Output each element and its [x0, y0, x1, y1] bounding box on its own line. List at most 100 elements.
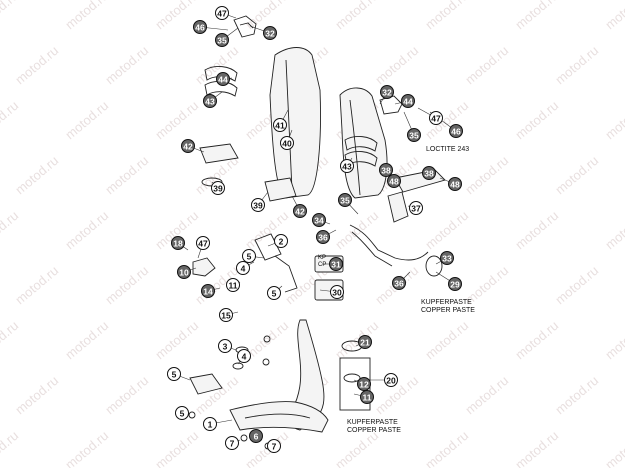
callout-circle	[293, 204, 307, 218]
upper-silencer-part	[285, 59, 293, 191]
callout-circle	[422, 166, 436, 180]
callout-number: 41	[275, 121, 285, 131]
callout-number: 44	[403, 97, 413, 107]
callout-circle	[203, 94, 217, 108]
part-callout-34: 34	[312, 213, 326, 227]
callout-circle	[449, 124, 463, 138]
watermark-text: motod.ru	[462, 43, 511, 87]
part-callout-5: 5	[167, 367, 181, 381]
part-callout-36: 36	[392, 276, 406, 290]
kp-text: KP	[318, 255, 327, 261]
callout-circle	[196, 236, 210, 250]
watermark-text: motod.ru	[512, 98, 561, 142]
part-callout-11: 11	[226, 278, 240, 292]
callout-number: 42	[183, 142, 193, 152]
callout-number: 29	[450, 280, 460, 290]
callout-number: 47	[217, 9, 227, 19]
callout-circle	[249, 429, 263, 443]
watermark-text: motod.ru	[462, 373, 511, 417]
watermark-text: motod.ru	[12, 43, 61, 87]
gasket-part	[343, 373, 361, 383]
callout-number: 42	[295, 207, 305, 217]
callout-circle	[237, 349, 251, 363]
callout-circle	[338, 193, 352, 207]
clamp-part	[264, 177, 297, 202]
center-pipe-part	[351, 231, 393, 267]
part-callout-11: 11	[360, 390, 374, 404]
callout-circle	[216, 72, 230, 86]
callout-circle	[380, 85, 394, 99]
callout-circle	[263, 26, 277, 40]
clamp-33-part	[425, 255, 443, 277]
callout-number: 5	[272, 289, 277, 299]
part-callout-6: 6	[249, 429, 263, 443]
watermark-text: motod.ru	[422, 318, 471, 362]
watermark-text: motod.ru	[422, 208, 471, 252]
watermark-text: motod.ru	[552, 373, 601, 417]
clamp-10-part	[192, 257, 216, 277]
callout-circle	[215, 33, 229, 47]
part-callout-39: 39	[251, 198, 265, 212]
watermark-text: motod.ru	[332, 318, 381, 362]
watermark-text: motod.ru	[12, 263, 61, 307]
part-callout-35: 35	[338, 193, 352, 207]
callout-number: 47	[431, 114, 441, 124]
callout-circle	[181, 139, 195, 153]
watermark-text: motod.ru	[102, 263, 151, 307]
callout-number: 35	[340, 196, 350, 206]
watermark-text: motod.ru	[0, 98, 21, 142]
watermark-text: motod.ru	[152, 428, 201, 468]
callout-number: 31	[331, 260, 341, 270]
copper-paste-en: COPPER PASTE	[421, 307, 475, 314]
part-callout-32: 32	[263, 26, 277, 40]
part-callout-48: 48	[448, 177, 462, 191]
part-callout-43: 43	[340, 159, 354, 173]
callout-number: 6	[254, 432, 259, 442]
watermark-text: motod.ru	[332, 0, 381, 32]
header-pipe-part	[244, 413, 311, 419]
callout-circle	[330, 285, 344, 299]
callout-number: 21	[360, 338, 370, 348]
callout-circle	[280, 136, 294, 150]
callout-circle	[312, 213, 326, 227]
callout-number: 11	[229, 281, 238, 291]
callout-number: 5	[180, 409, 185, 419]
part-callout-4: 4	[236, 261, 250, 275]
watermark-text: motod.ru	[0, 0, 21, 32]
callout-circle	[203, 417, 217, 431]
part-callout-46: 46	[193, 20, 207, 34]
callout-circle	[407, 128, 421, 142]
callout-number: 35	[217, 36, 227, 46]
callout-circle	[448, 277, 462, 291]
part-callout-3: 3	[218, 339, 232, 353]
watermark-text: motod.ru	[62, 98, 111, 142]
copper-paste-note-top: KUPFERPASTE COPPER PASTE	[421, 299, 475, 315]
nut-part	[263, 335, 271, 343]
callout-number: 48	[389, 177, 399, 187]
callout-number: 20	[386, 376, 396, 386]
watermark-text: motod.ru	[602, 428, 625, 468]
callout-number: 39	[253, 201, 263, 211]
watermark-text: motod.ru	[372, 43, 421, 87]
watermark-text: motod.ru	[602, 208, 625, 252]
upper-clamp-part	[204, 66, 238, 82]
part-callout-20: 20	[384, 373, 398, 387]
callout-circle	[177, 265, 191, 279]
callout-circle	[219, 308, 233, 322]
callout-number: 37	[411, 204, 421, 214]
callout-circle	[193, 20, 207, 34]
watermark-text: motod.ru	[512, 208, 561, 252]
callout-number: 38	[424, 169, 434, 179]
callout-circle	[360, 390, 374, 404]
flange-part	[254, 233, 282, 261]
part-callout-47: 47	[429, 111, 443, 125]
part-callout-37: 37	[409, 201, 423, 215]
part-callout-2: 2	[274, 234, 288, 248]
callout-circle	[340, 159, 354, 173]
callout-number: 4	[242, 352, 247, 362]
cp-text: CP	[318, 262, 327, 268]
part-callout-44: 44	[401, 94, 415, 108]
loctite-note-text: LOCTITE 243	[426, 146, 470, 153]
top-bracket-part	[233, 15, 257, 38]
